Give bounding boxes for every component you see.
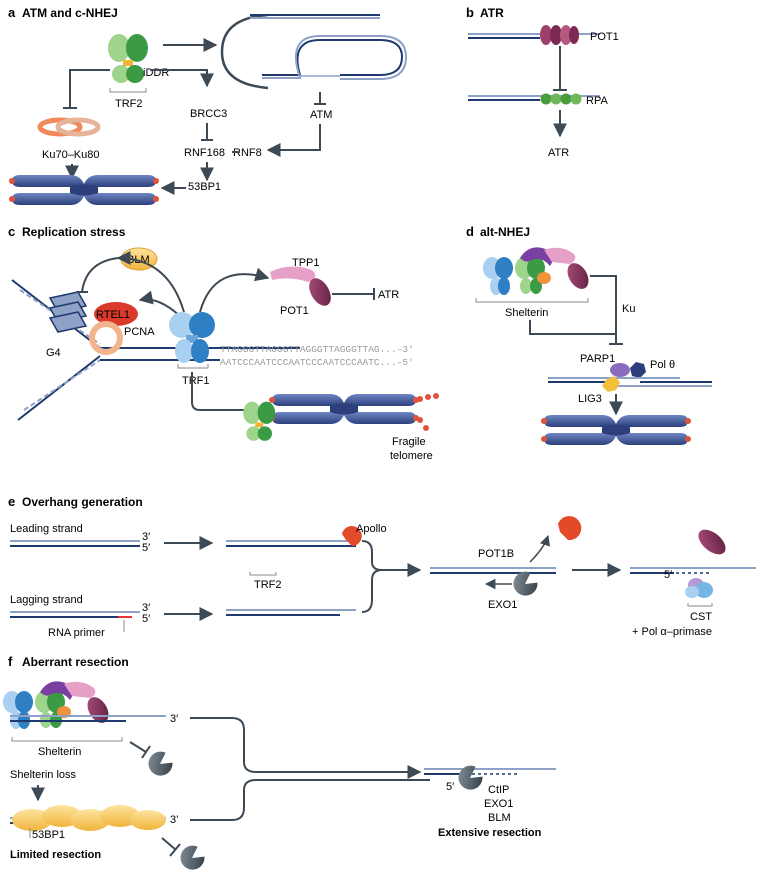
label-pot1b: POT1B [478,548,514,560]
label-5prime-f: 5′ [446,781,454,793]
label-rna-primer: RNA primer [48,627,105,639]
label-pot1: POT1 [590,31,619,43]
rpa-icon [540,93,582,105]
panel-d-letter: d [466,224,474,239]
chromosome-icon [269,394,419,424]
label-lagging-strand: Lagging strand [10,594,83,606]
apollo-icon [342,526,362,546]
label-brcc3: BRCC3 [190,108,227,120]
panel-c: c Replication stress G4 RTEL1 PCNA BLM [8,224,439,462]
panel-d-title: alt-NHEJ [480,225,530,239]
label-pol-alpha: + Pol α–primase [632,626,712,638]
pcna-ring-icon [89,321,123,355]
panel-b-letter: b [466,5,474,20]
label-ctip: CtIP [488,784,509,796]
chromosome-icon [541,415,691,445]
panel-f-letter: f [8,654,13,669]
label-pot1-c: POT1 [280,305,309,317]
fragile-telomere-beads [417,393,439,431]
trf2-protein-icon [243,401,276,441]
pot1-protein-icon [698,529,726,555]
panel-b: b ATR POT1 RPA ATR [466,5,619,159]
label-apollo: Apollo [356,523,387,535]
label-pcna: PCNA [124,326,155,338]
panel-a-letter: a [8,5,16,20]
nuclease-icon [175,841,208,875]
label-parp1: PARP1 [580,353,615,365]
label-trf2: TRF2 [115,98,143,110]
label-atr-c: ATR [378,289,399,301]
nuclease-icon [453,761,486,795]
chromosome-icon [9,175,159,205]
label-rnf8: RNF8 [233,147,262,159]
trf1-protein-icon [169,312,215,363]
panel-f-title: Aberrant resection [22,655,129,669]
telomere-seq-top: TTAGGGTTAGGGTTAGGGTTAGGGTTAG...–3′ [220,344,414,355]
g-quadruplex-icon [48,291,88,333]
label-trf2-e: TRF2 [254,579,282,591]
label-exo1-f: EXO1 [484,798,513,810]
label-fragile: Fragile [392,436,426,448]
cst-complex-icon [685,578,713,598]
label-shelterin-f: Shelterin [38,746,81,758]
label-blm-f: BLM [488,812,511,824]
panel-e: e Overhang generation Leading strand 3′ … [8,401,756,639]
label-g4: G4 [46,347,61,359]
label-extensive-resection: Extensive resection [438,827,542,839]
panel-f: f Aberrant resection 3′ Shelterin Shelte… [3,654,556,875]
label-3prime-f1: 3′ [170,713,178,725]
pol-theta-icon [630,362,646,378]
label-5prime-e: 5′ [664,569,672,581]
rtel1-icon [94,302,138,326]
pot1-protein-icon [540,25,579,45]
label-rnf168: RNF168 [184,147,225,159]
label-lig3: LIG3 [578,393,602,405]
panel-e-letter: e [8,494,15,509]
label-trf1: TRF1 [182,375,210,387]
label-5prime-lag: 5′ [142,613,150,625]
label-limited-resection: Limited resection [10,849,101,861]
label-53bp1: 53BP1 [188,181,221,193]
label-ku-d: Ku [622,303,635,315]
label-53bp1-f: 53BP1 [32,829,65,841]
label-tpp1: TPP1 [292,257,320,269]
pot1-protein-icon [309,278,331,306]
label-shelterin-loss: Shelterin loss [10,769,77,781]
53bp1-cluster-icon [12,805,166,831]
shelterin-complex-icon [483,247,593,295]
panel-c-letter: c [8,224,15,239]
label-rpa: RPA [586,95,608,107]
parp1-icon [610,363,630,377]
telomere-seq-bottom: AATCCCAATCCCAATCCCAATCCCAATC...–5′ [220,357,414,368]
label-3prime-lead: 3′ [142,531,150,543]
apollo-icon [558,516,582,541]
panel-d: d alt-NHEJ Shelterin Ku PARP1 Pol θ LIG3 [466,224,712,445]
label-leading-strand: Leading strand [10,523,83,535]
lig3-icon [602,376,620,392]
label-3prime-lag: 3′ [142,602,150,614]
panel-a: a ATM and c-NHEJ iDDR TRF2 BRCC3 RNF168 … [8,5,408,205]
ku-ring-icon [37,117,101,137]
label-5prime-lead: 5′ [142,542,150,554]
label-atm: ATM [310,109,332,121]
label-iddr: iDDR [143,67,169,79]
label-pol-theta: Pol θ [650,359,675,371]
nuclease-icon [143,747,176,781]
label-rtel1: RTEL1 [96,309,130,321]
panel-a-title: ATM and c-NHEJ [22,6,118,20]
label-cst: CST [690,611,712,623]
tpp1-icon [270,266,316,282]
trf2-protein-icon [108,34,148,83]
panel-b-title: ATR [480,6,504,20]
label-telomere: telomere [390,450,433,462]
label-ku70-ku80: Ku70–Ku80 [42,149,100,161]
label-atr: ATR [548,147,569,159]
label-3prime-f2: 3’ [170,814,179,826]
label-exo1: EXO1 [488,599,517,611]
panel-e-title: Overhang generation [22,495,143,509]
panel-c-title: Replication stress [22,225,126,239]
label-shelterin-d: Shelterin [505,307,548,319]
